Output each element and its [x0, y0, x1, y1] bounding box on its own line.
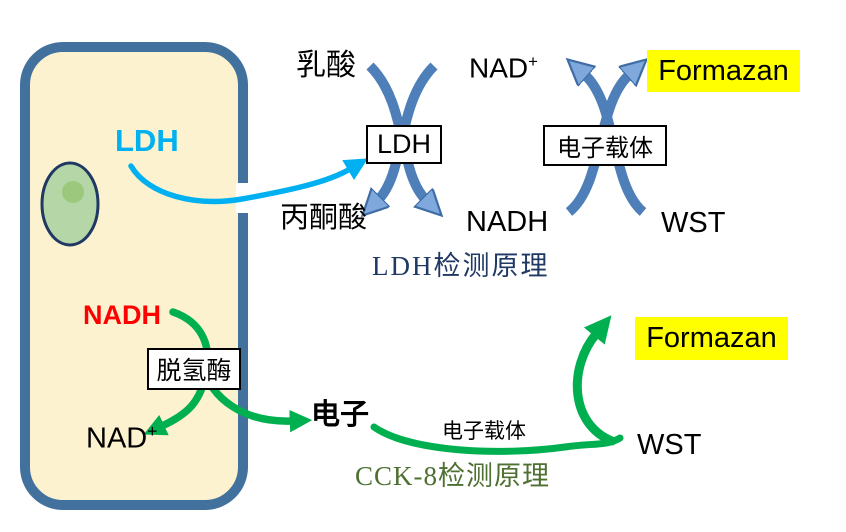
dehydrogenase-box: 脱氢酶 — [147, 348, 241, 390]
electron-label: 电子 — [311, 399, 370, 431]
nadh-product-label: NADH — [466, 206, 549, 238]
nad-plus-label: NAD+ — [469, 52, 538, 84]
nucleus — [40, 161, 100, 247]
wst-label-ldh: WST — [661, 207, 726, 239]
electron-carrier-swoosh — [370, 423, 624, 455]
ldh-assay-caption: LDH检测原理 — [372, 251, 550, 281]
electron-carrier-inline-label: 电子载体 — [442, 420, 526, 443]
electron-carrier-box: 电子载体 — [543, 125, 667, 166]
formazan-badge-cck8: Formazan — [635, 317, 788, 360]
cck8-assay-caption: CCK-8检测原理 — [355, 461, 551, 491]
nadh-cell-label: NADH — [83, 300, 161, 330]
lactate-label: 乳酸 — [296, 49, 356, 82]
cell-membrane — [20, 42, 248, 510]
nucleolus — [62, 181, 84, 203]
pyruvate-label: 丙酮酸 — [280, 202, 368, 234]
ldh-enzyme-label: LDH — [115, 123, 179, 158]
ldh-release-arrow — [128, 158, 368, 205]
nad-plus-cell-label: NAD+ — [86, 421, 158, 455]
formazan-badge-ldh: Formazan — [647, 50, 800, 92]
nad-cell-superscript: + — [147, 421, 158, 441]
nad-superscript: + — [528, 52, 538, 71]
wst-to-formazan-green-arrow — [572, 315, 617, 446]
wst-label-cck8: WST — [637, 429, 702, 461]
ldh-reaction-box: LDH — [366, 125, 442, 164]
